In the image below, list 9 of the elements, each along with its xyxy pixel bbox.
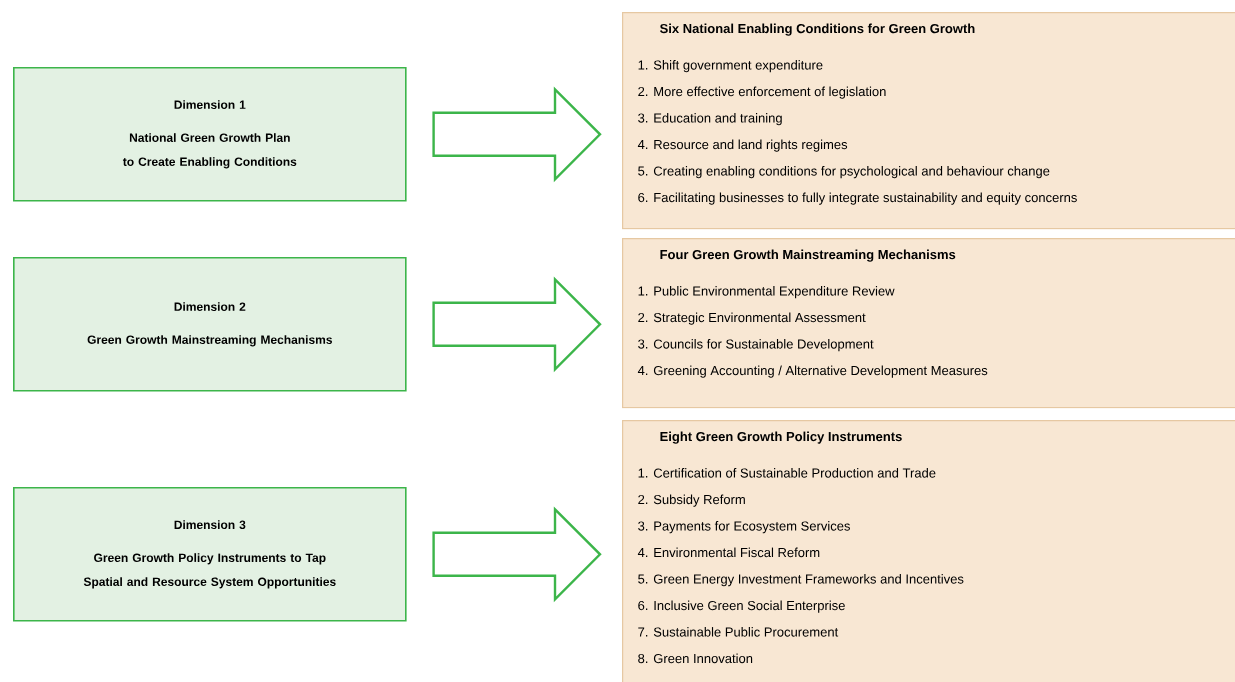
dimension-box: Dimension 3 Green Growth Policy Instruments to Tap Spatial and Resource System Opportunities [13, 487, 407, 622]
dimension-box: Dimension 2 Green Growth Mainstreaming Mechanisms [13, 257, 407, 392]
list-panel: Eight Green Growth Policy Instruments 1. Certification of Sustainable Production and Trade 2. Subsidy Reform 3. Payments for Ecosystem Services 4. Environmental Fiscal Reform 5. Green Energy Investment Frameworks and Incentives 6. Inclusive Green Social Enterprise 7. Sustainable Public Procurement 8. Green Innovation [622, 420, 1235, 682]
block-arrow [432, 506, 602, 603]
block-arrow [432, 276, 602, 373]
dimension-box: Dimension 1 National Green Growth Plan to Create Enabling Conditions [13, 67, 407, 202]
list-panel: Six National Enabling Conditions for Green Growth 1. Shift government expenditure 2. More effective enforcement of legislation 3. Education and training 4. Resource and land rights regimes 5. Creating enabling conditions for psychological and behaviour change 6. Facilitating businesses to fully integrate sustainability and equity concerns [622, 12, 1235, 230]
list-panel: Four Green Growth Mainstreaming Mechanisms 1. Public Environmental Expenditure Review 2. Strategic Environmental Assessment 3. Councils for Sustainable Development 4. Greening Accounting / Alternative Development Measures [622, 238, 1235, 409]
block-arrow [432, 86, 602, 183]
